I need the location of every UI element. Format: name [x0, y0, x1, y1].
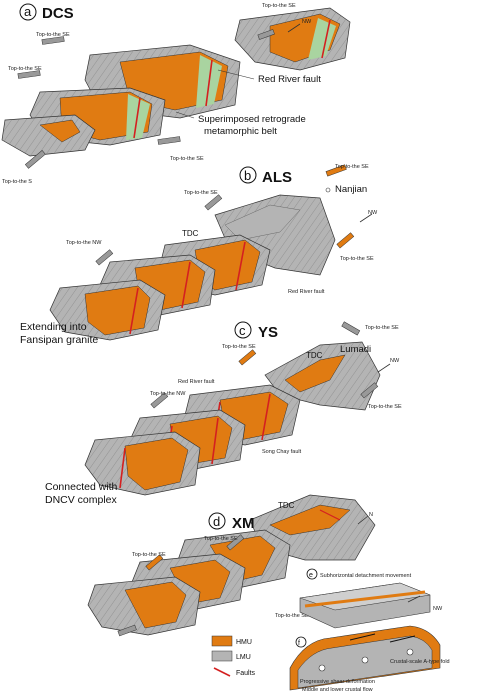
panel-a-slabs: [1, 7, 351, 157]
label-a-retro-2: metamorphic belt: [204, 126, 277, 137]
panel-d-letter: d: [213, 514, 220, 529]
label-b-top-se-1: Top-to-the SE: [335, 164, 369, 170]
label-b-ext-1: Extending into: [20, 321, 87, 333]
panel-a: a DCS Top-to-the SE Top-to-the SE Top-to…: [1, 3, 351, 185]
legend-lmu-swatch: [211, 650, 233, 662]
panel-a-name: DCS: [42, 5, 74, 22]
label-c-top-se-1: Top-to-the SE: [365, 325, 399, 331]
label-b-ext-2: Fansipan granite: [20, 334, 98, 346]
panel-d-name: XM: [232, 515, 255, 532]
panel-c: c YS Top-to-the SE Top-to-the SE Top-to-…: [45, 321, 402, 506]
label-d-n: N: [369, 512, 373, 518]
panel-a-badge: [19, 3, 37, 21]
label-c-red-river: Red River fault: [178, 379, 215, 385]
legend-lmu-label: LMU: [236, 654, 251, 661]
legend-faults-label: Faults: [236, 670, 256, 677]
panel-d-shear-arrows: [117, 515, 369, 637]
label-c-conn-1: Connected with: [45, 481, 118, 493]
label-c-top-se-2: Top-to-the SE: [222, 344, 256, 350]
label-b-tdc: TDC: [182, 229, 199, 238]
label-c-top-nw: Top-to-the NW: [150, 391, 186, 397]
label-f-flow: Middle and lower crustal flow: [302, 687, 373, 693]
panel-c-letter: c: [239, 323, 246, 338]
legend: HMU LMU Faults: [211, 635, 256, 677]
label-d-top-se-3: Top-to-the SE: [275, 613, 309, 619]
label-c-conn-2: DNCV complex: [45, 494, 118, 506]
label-d-top-se-1: Top-to-the SE: [204, 536, 238, 542]
legend-fault-swatch: [213, 667, 231, 677]
panel-e-letter: e: [309, 572, 313, 579]
label-c-tdc: TDC: [306, 351, 323, 360]
panel-b-shear-arrows: [95, 164, 373, 266]
label-c-nw: NW: [390, 358, 400, 364]
label-b-top-se-3: Top-to-the SE: [340, 256, 374, 262]
hmu-d1: [269, 504, 351, 536]
label-c-top-se-3: Top-to-the SE: [368, 404, 402, 410]
label-c-song-chay: Song Chay fault: [262, 449, 302, 455]
label-b-red-river: Red River fault: [288, 289, 325, 295]
label-b-top-nw: Top-to-the NW: [66, 240, 102, 246]
hmu-c4: [124, 437, 189, 491]
panel-f-letter: f: [298, 640, 300, 647]
label-b-top-se-2: Top-to-the SE: [184, 190, 218, 196]
hmu-d4: [124, 581, 187, 629]
label-c-lumadi: Lumadi: [340, 344, 371, 355]
label-b-nw: NW: [368, 210, 378, 216]
label-b-nanjian: Nanjian: [335, 184, 367, 195]
label-a-retro-1: Superimposed retrograde: [198, 114, 306, 125]
label-f-prog: Progressive shear deformation: [300, 679, 375, 685]
panel-b-slabs: [49, 194, 336, 341]
label-a-nw: NW: [302, 19, 312, 25]
label-d-top-se-2: Top-to-the SE: [132, 552, 166, 558]
north-arrow-a: [287, 23, 301, 33]
panel-c-shear-arrows: [150, 321, 391, 409]
panel-b-name: ALS: [262, 169, 292, 186]
label-a-top-se-3: Top-to-the SE: [8, 66, 42, 72]
panel-c-slabs: [84, 341, 381, 496]
label-a-top-se-4: Top-to-the SE: [170, 156, 204, 162]
panel-d-slabs: [87, 494, 376, 636]
label-d-tdc: TDC: [278, 501, 295, 510]
panel-c-name: YS: [258, 324, 278, 341]
panel-a-shear-arrows: [17, 23, 301, 169]
panel-a-letter: a: [24, 4, 32, 19]
label-a-red-river: Red River fault: [258, 74, 321, 85]
legend-hmu-label: HMU: [236, 639, 252, 646]
panel-e: e Subhorizontal detachment movement NW: [299, 568, 443, 629]
label-a-top-se-2: Top-to-the SE: [36, 32, 70, 38]
label-f-fold: Crustal-scale A-type fold: [390, 659, 450, 665]
panel-f: f Crustal-scale A-type fold Progressive …: [289, 625, 450, 693]
hmu-b4: [84, 285, 151, 336]
label-e-title: Subhorizontal detachment movement: [320, 573, 412, 579]
label-e-nw: NW: [433, 606, 443, 612]
hmu-c1: [284, 354, 346, 393]
panel-d: d XM TDC Top-to-the SE Top-to-the SE Top…: [87, 494, 376, 637]
label-a-top-se-1: Top-to-the SE: [262, 3, 296, 9]
label-a-top-s: Top-to-the S: [2, 179, 32, 185]
panel-b: b ALS Nanjian Top-to-the SE Top-to-the S…: [20, 164, 378, 346]
legend-hmu-swatch: [211, 635, 233, 647]
panel-b-letter: b: [244, 168, 251, 183]
